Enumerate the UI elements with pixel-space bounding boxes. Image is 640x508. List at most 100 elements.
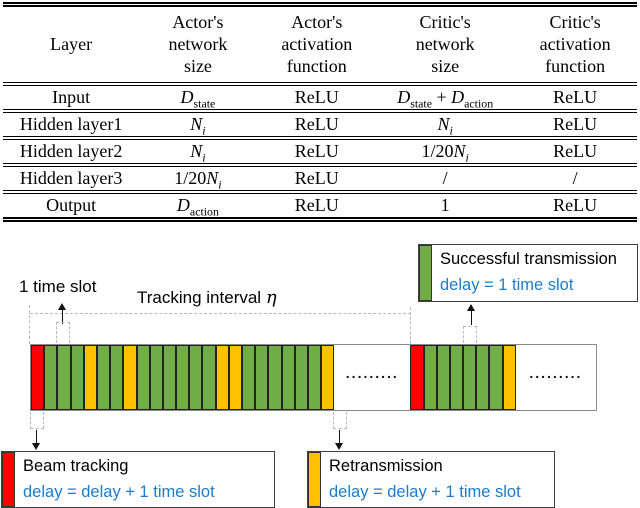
arrow-shaft — [338, 430, 341, 444]
header-line: network — [415, 34, 475, 54]
legend-title: Beam tracking — [23, 457, 129, 475]
legend-delay-rule: delay = delay + 1 time slot — [23, 483, 215, 501]
legend-text: Beam tracking delay = delay + 1 time slo… — [23, 453, 215, 505]
cell-critic-activation: ReLU — [513, 111, 637, 140]
green-slot-swatch — [419, 245, 432, 301]
cell-actor-size: 1/20Ni — [139, 165, 257, 194]
header-line: network — [168, 34, 228, 54]
successful-transmission-arrow-up — [467, 304, 476, 325]
time-slot-transmission — [423, 345, 437, 410]
beam-tracking-arrow-down — [32, 430, 41, 450]
legend-text: Successful transmission delay = 1 time s… — [440, 246, 617, 298]
math-segment: N — [206, 168, 219, 188]
header-line: size — [431, 56, 460, 76]
time-slot-transmission — [162, 345, 177, 410]
cell-critic-activation: ReLU — [553, 195, 598, 215]
legend-text: Retransmission delay = delay + 1 time sl… — [329, 453, 521, 505]
yellow-slot-swatch — [308, 452, 321, 507]
eta-symbol: η — [265, 287, 277, 308]
math-segment: + — [431, 87, 452, 107]
legend-delay-rule: delay = delay + 1 time slot — [329, 483, 521, 501]
time-slot-transmission — [463, 345, 477, 410]
time-slot-transmission — [449, 345, 464, 410]
math-segment: 1/20 — [421, 141, 454, 161]
time-slot-transmission — [242, 345, 256, 410]
legend-successful-transmission: Successful transmission delay = 1 time s… — [418, 244, 638, 302]
col-header-actor-activation: Actor's activation function — [256, 4, 378, 86]
legend-retransmission: Retransmission delay = delay + 1 time sl… — [307, 451, 555, 508]
network-architecture-table: Layer Actor's network size Actor's activ… — [3, 2, 637, 222]
table-row-output: Output Daction ReLU 1 ReLU — [3, 192, 637, 220]
idle-gap-1: ......... — [334, 345, 410, 410]
table-row-hidden3: Hidden layer3 1/20Ni ReLU / / — [3, 165, 637, 194]
ellipsis-dots: ......... — [345, 364, 399, 381]
math-segment: i — [449, 123, 453, 138]
header-line: function — [545, 56, 606, 76]
header-line: Actor's — [172, 12, 224, 32]
arrow-head — [58, 303, 66, 310]
legend-title: Retransmission — [329, 457, 443, 475]
table-header-row: Layer Actor's network size Actor's activ… — [3, 4, 637, 86]
time-slot-transmission — [189, 345, 203, 410]
math-segment: D — [451, 87, 465, 107]
math-segment: N — [190, 141, 203, 161]
time-slot-transmission — [268, 345, 282, 410]
cell-actor-size: Ni — [139, 138, 257, 167]
arrow-head — [335, 443, 343, 450]
math-segment: N — [190, 114, 203, 134]
time-slot-retransmission — [321, 345, 335, 410]
cell-actor-size: Daction — [139, 192, 256, 220]
col-header-critic-activation: Critic's activation function — [513, 4, 637, 86]
time-slot-retransmission — [228, 345, 242, 410]
ellipsis-dots: ......... — [529, 364, 583, 381]
arrow-shaft — [35, 430, 38, 444]
math-segment: state — [410, 96, 432, 111]
cell-critic-activation: ReLU — [513, 138, 637, 167]
time-slot-retransmission — [502, 345, 516, 410]
time-slot-transmission — [44, 345, 58, 410]
cell-layer: Hidden layer2 — [3, 138, 140, 167]
time-slot-retransmission — [123, 345, 137, 410]
time-slot-strip: ......... ......... — [30, 344, 597, 411]
header-line: activation — [539, 34, 611, 54]
math-segment: i — [202, 123, 206, 138]
time-slot-transmission — [255, 345, 269, 410]
arrow-head — [32, 443, 40, 450]
slot-block-2 — [410, 345, 516, 410]
legend-title: Successful transmission — [440, 250, 617, 268]
col-header-critic-network-size: Critic's network size — [377, 4, 514, 86]
header-line: function — [286, 56, 347, 76]
arrow-shaft — [61, 309, 64, 324]
beam-tracking-dashed-bracket — [30, 412, 44, 429]
cell-actor-activation: ReLU — [294, 195, 339, 215]
cell-actor-activation: ReLU — [256, 165, 378, 194]
one-time-slot-label: 1 time slot — [19, 277, 97, 296]
math-segment: D — [180, 87, 194, 107]
time-slot-transmission — [202, 345, 216, 410]
cell-critic-size: 1/20Ni — [377, 138, 514, 167]
header-line: Critic's — [419, 12, 471, 32]
math-segment: action — [464, 96, 494, 111]
tracking-interval-dashed-line — [30, 313, 411, 314]
time-slot-beam-tracking — [31, 345, 45, 410]
time-slot-transmission — [476, 345, 490, 410]
tracking-interval-dashed-left-end — [29, 305, 30, 344]
math-segment: i — [218, 177, 222, 192]
time-slot-transmission — [281, 345, 295, 410]
one-time-slot-dashed-bracket — [56, 322, 70, 343]
cell-actor-activation: ReLU — [256, 84, 378, 113]
cell-layer: Hidden layer1 — [3, 111, 140, 140]
cell-layer: Input — [3, 84, 140, 113]
cell-layer: Output — [46, 195, 97, 215]
cell-actor-size: Dstate — [139, 84, 257, 113]
math-segment: i — [202, 150, 206, 165]
legend-beam-tracking: Beam tracking delay = delay + 1 time slo… — [1, 451, 275, 508]
cell-actor-activation: ReLU — [256, 111, 378, 140]
table-row-hidden1: Hidden layer1 Ni ReLU Ni ReLU — [3, 111, 637, 140]
table-row-hidden2: Hidden layer2 Ni ReLU 1/20Ni ReLU — [3, 138, 637, 167]
time-slot-transmission — [176, 345, 190, 410]
time-slot-transmission — [294, 345, 308, 410]
retransmission-dashed-bracket — [333, 412, 347, 429]
time-slot-transmission — [136, 345, 150, 410]
